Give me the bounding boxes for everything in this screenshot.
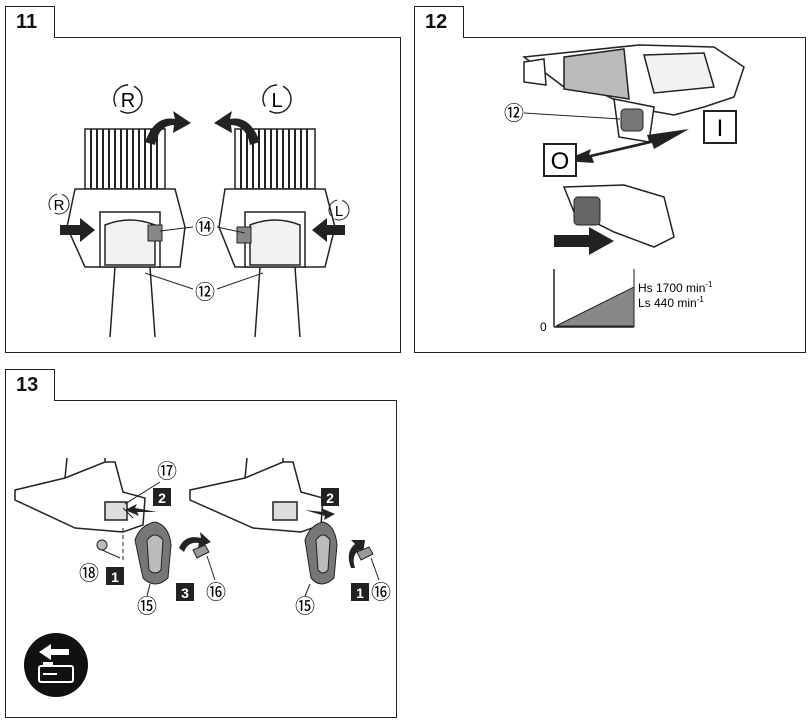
callout-16: ⑯ [371, 581, 391, 604]
side-left-label: L [335, 203, 343, 220]
right-drill-base [189, 457, 324, 533]
figure-12-illustration: ⑫ O I 0 Hs 1700 min-1 Ls 440 min-1 [504, 44, 745, 334]
step-label-2: 2 [158, 490, 166, 506]
step-box-1 [106, 567, 124, 585]
step-box-2 [153, 488, 171, 506]
step-box-1 [351, 583, 369, 601]
callout-16: ⑯ [206, 581, 226, 604]
screw-18 [96, 539, 108, 551]
rotate-arrow-icon [179, 532, 211, 552]
rotate-arrow-icon [214, 111, 260, 145]
on-box [703, 110, 737, 144]
callout-14: ⑭ [195, 216, 215, 239]
trigger-switch [620, 108, 644, 132]
step-label-2: 2 [326, 490, 334, 506]
remove-arrow-icon [305, 508, 335, 520]
callout-15: ⑮ [137, 595, 157, 618]
off-label: O [551, 148, 570, 175]
side-right-symbol [48, 193, 70, 215]
trigger-closeup-switch [573, 196, 601, 226]
right-direction-lever [236, 226, 252, 244]
rotate-arrow-icon [145, 111, 191, 145]
side-right-label: R [54, 197, 65, 214]
left-direction-lever [147, 224, 163, 242]
screw-16 [356, 546, 374, 561]
callout-12: ⑫ [195, 281, 215, 304]
speed-graph-zero: 0 [540, 320, 547, 334]
callout-12: ⑫ [504, 102, 524, 125]
high-speed-label: Hs 1700 min-1 [638, 280, 713, 295]
callout-15: ⑮ [295, 595, 315, 618]
figure-12-tab: 12 [414, 6, 464, 38]
low-speed-label: Ls 440 min-1 [638, 295, 704, 310]
figure-11-panel [5, 37, 401, 353]
step-label-1: 1 [356, 585, 364, 601]
figure-11-tab: 11 [5, 6, 55, 38]
callout-18: ⑱ [79, 562, 99, 585]
speed-graph [553, 269, 635, 328]
off-box [543, 143, 577, 177]
screw-16 [192, 544, 210, 559]
figure-13-illustration: ⑰ 2 ⑱ 1 ⑮ 3 ⑯ 2 ⑮ 1 ⑯ [14, 457, 391, 697]
double-arrow-icon [564, 129, 689, 163]
left-drill-body [66, 188, 186, 338]
rotation-right-label: R [121, 90, 135, 112]
push-arrow-right-icon [60, 218, 95, 242]
figure-number: 13 [16, 374, 39, 396]
step-box-2 [321, 488, 339, 506]
rotation-left-label: L [271, 90, 282, 112]
insert-arrow-icon [125, 504, 157, 516]
left-drill-base [14, 457, 146, 533]
side-left-symbol [328, 199, 350, 221]
rotate-arrow-icon [348, 540, 365, 568]
battery-removal-icon [24, 633, 88, 697]
right-drill-chuck [234, 128, 316, 190]
rotation-right-symbol [113, 84, 143, 114]
right-drill-body [218, 188, 336, 338]
figure-11-illustration: R L R L ⑭ ⑫ [48, 84, 350, 338]
step-box-3 [176, 583, 194, 601]
push-arrow-left-icon [312, 218, 345, 242]
figure-number: 11 [16, 11, 38, 33]
figure-13-tab: 13 [5, 369, 55, 401]
on-label: I [717, 115, 724, 142]
callout-17: ⑰ [157, 460, 177, 483]
step-label-3: 3 [181, 585, 189, 601]
figure-number: 12 [425, 11, 448, 33]
press-arrow-icon [554, 227, 614, 255]
step-label-1: 1 [111, 569, 119, 585]
rotation-left-symbol [262, 84, 292, 114]
